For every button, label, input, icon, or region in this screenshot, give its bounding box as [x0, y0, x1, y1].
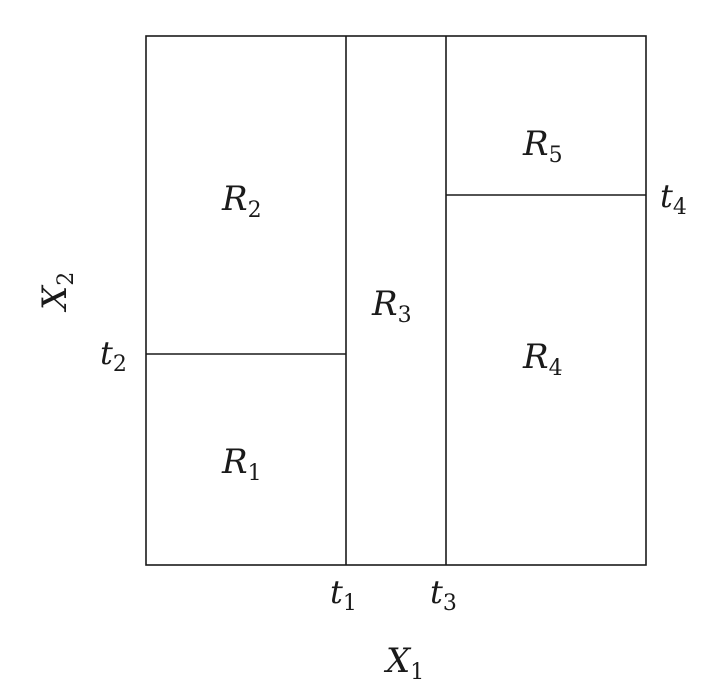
threshold-label-t1-name: t: [330, 573, 343, 611]
threshold-label-t3-sub: 3: [443, 591, 457, 616]
region-label-r1-sub: 1: [248, 461, 262, 486]
threshold-label-t1: t1: [330, 573, 357, 616]
y-axis-label-name: X: [35, 284, 75, 313]
threshold-label-t3: t3: [430, 573, 457, 616]
region-label-r2-name: R: [221, 179, 248, 219]
threshold-label-t4-sub: 4: [673, 195, 687, 220]
region-label-r3-name: R: [371, 284, 398, 324]
outer-frame: [145, 35, 647, 566]
region-label-r2: R2: [221, 179, 262, 223]
region-label-r3-sub: 3: [398, 303, 412, 328]
region-label-r4: R4: [522, 337, 563, 381]
region-label-r4-name: R: [522, 337, 549, 377]
region-label-r5-name: R: [522, 124, 549, 164]
region-label-r1: R1: [221, 442, 262, 486]
y-axis-label-group: X2: [35, 272, 79, 313]
threshold-label-t3-name: t: [430, 573, 443, 611]
region-label-r5-sub: 5: [549, 143, 563, 168]
x-axis-label: X1: [383, 641, 424, 685]
threshold-label-t2-sub: 2: [113, 352, 127, 377]
region-label-r2-sub: 2: [248, 198, 262, 223]
threshold-label-t4-name: t: [660, 177, 673, 215]
region-label-r4-sub: 4: [549, 356, 563, 381]
threshold-label-t2-name: t: [100, 334, 113, 372]
region-label-r1-name: R: [221, 442, 248, 482]
y-axis-label-sub: 2: [54, 272, 79, 286]
x-axis-label-name: X: [383, 641, 412, 681]
region-label-r3: R3: [371, 284, 412, 328]
region-label-r5: R5: [522, 124, 563, 168]
x-axis-label-sub: 1: [410, 660, 424, 685]
threshold-label-t2: t2: [100, 334, 127, 377]
threshold-label-t4: t4: [660, 177, 687, 220]
y-axis-label: X2: [35, 272, 79, 313]
threshold-label-t1-sub: 1: [343, 591, 357, 616]
